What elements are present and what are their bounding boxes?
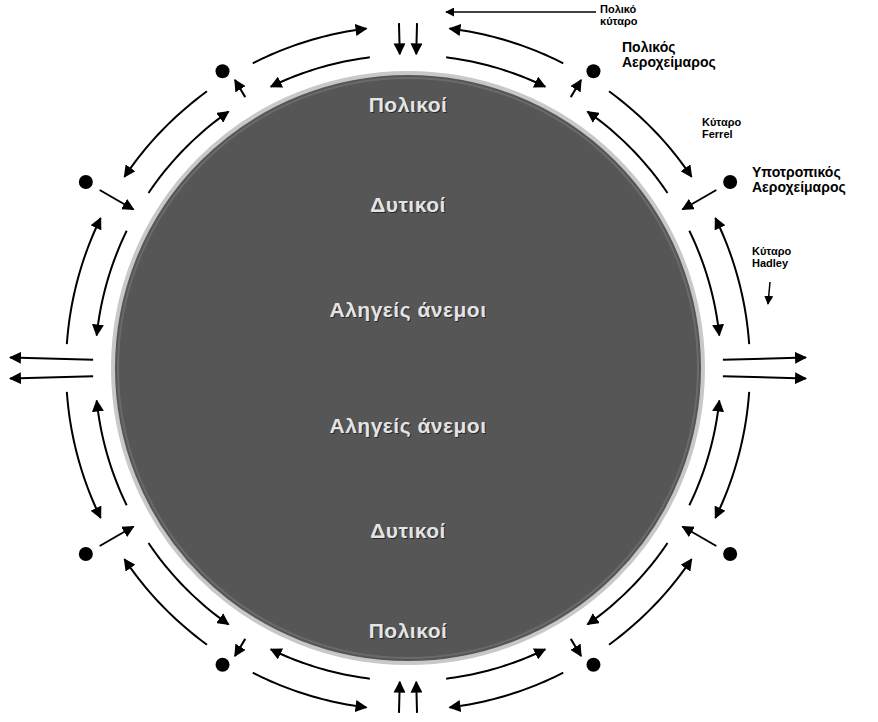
flow-arrow — [253, 673, 367, 708]
flow-arrow — [10, 358, 93, 360]
cell-label: Υποτροπικός Αεροχείμαρος — [752, 165, 846, 196]
flow-arrow — [723, 358, 806, 360]
band-slot: Αληγείς άνεμοι — [110, 298, 706, 322]
band-slot: Δυτικοί — [110, 193, 706, 217]
callout-label: Υποτροπικός Αεροχείμαρος — [752, 165, 846, 196]
wind-band: Πολικοί — [369, 619, 448, 643]
jet-stream-dot — [586, 658, 600, 672]
jet-stream-dot — [723, 547, 737, 561]
flow-arrow — [683, 527, 717, 547]
globe-disc — [113, 73, 703, 663]
band-slot: Δυτικοί — [110, 519, 706, 543]
cell-label: Κύταρο Ferrel — [702, 116, 741, 140]
cell-label: Πολικό κύταρο — [600, 3, 637, 27]
leader-arrow — [446, 11, 596, 13]
flow-arrow — [450, 29, 564, 64]
flow-arrow — [235, 80, 245, 97]
globe-rim — [118, 78, 698, 658]
globe-shape — [110, 70, 706, 666]
cell-label: Κύταρο Hadley — [752, 245, 791, 269]
flow-arrow — [10, 376, 93, 378]
jet-stream-dot — [79, 547, 93, 561]
wind-band: Δυτικοί — [370, 193, 446, 217]
flow-arrow — [398, 682, 401, 713]
flow-arrow — [723, 376, 806, 378]
band-slot: Πολικοί — [110, 619, 706, 643]
flow-arrow — [571, 639, 581, 656]
wind-band: Αληγείς άνεμοι — [330, 414, 487, 438]
wind-band: Δυτικοί — [370, 519, 446, 543]
flow-arrow — [67, 218, 101, 344]
flow-arrow — [450, 673, 564, 708]
flow-arrow — [715, 218, 749, 344]
flow-arrow — [235, 639, 245, 656]
jet-stream-dot — [586, 64, 600, 78]
jet-stream-dot — [723, 175, 737, 189]
flow-arrow — [398, 23, 401, 54]
band-slot: Πολικοί — [110, 93, 706, 117]
jet-stream-dot — [79, 175, 93, 189]
callout-label: Κύταρο Hadley — [752, 245, 791, 269]
flow-arrow — [100, 190, 134, 210]
jet-stream-dot — [216, 64, 230, 78]
flow-arrow — [100, 527, 134, 547]
flow-arrow — [415, 682, 418, 713]
flow-arrow — [67, 392, 101, 518]
flow-arrow — [571, 80, 581, 97]
flow-arrow — [715, 392, 749, 518]
callout-label: Πολικός Αεροχείμαρος — [622, 40, 716, 71]
flow-arrow — [253, 29, 367, 64]
wind-band: Αληγείς άνεμοι — [330, 298, 487, 322]
callout-label: Κύταρο Ferrel — [702, 116, 741, 140]
flow-arrow — [415, 23, 418, 54]
cell-label: Πολικός Αεροχείμαρος — [622, 40, 716, 71]
callout-label: Πολικό κύταρο — [600, 3, 637, 27]
band-slot: Αληγείς άνεμοι — [110, 414, 706, 438]
globe: ΠολικοίΔυτικοίΑληγείς άνεμοιΑληγείς άνεμ… — [110, 70, 706, 666]
leader-arrow — [768, 282, 770, 304]
wind-band: Πολικοί — [369, 93, 448, 117]
flow-arrow — [683, 190, 717, 210]
jet-stream-dot — [216, 658, 230, 672]
